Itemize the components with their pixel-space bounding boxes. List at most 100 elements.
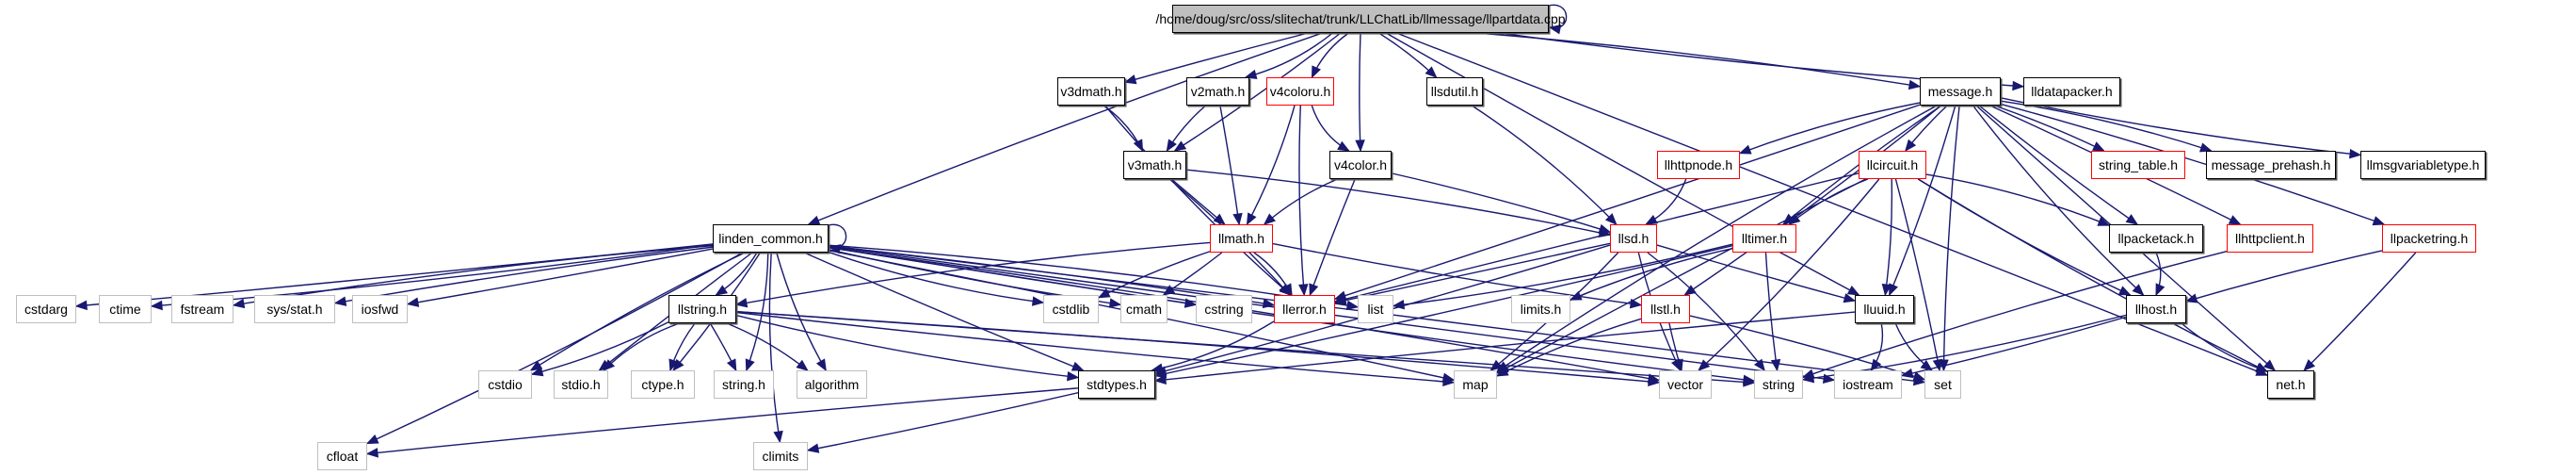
node-label: vector	[1666, 377, 1704, 392]
node-llstl[interactable]: llstl.h	[1641, 295, 1690, 323]
node-label: v4coloru.h	[1269, 84, 1331, 99]
edge-root-to-neth	[1395, 32, 2268, 376]
node-algorithm[interactable]: algorithm	[797, 370, 867, 399]
node-llhttpnode[interactable]: llhttpnode.h	[1657, 151, 1740, 179]
node-stringh[interactable]: string.h	[714, 370, 774, 399]
node-label: llcircuit.h	[1866, 157, 1919, 172]
edge-message-to-message_prehash	[2000, 100, 2212, 152]
node-label: cstdlib	[1052, 302, 1090, 317]
node-stdio[interactable]: stdio.h	[554, 370, 608, 399]
arrowhead-icon	[1123, 74, 1137, 85]
edge-v3math-to-llsd	[1185, 169, 1611, 236]
node-lltimer[interactable]: lltimer.h	[1732, 224, 1796, 253]
node-label: algorithm	[804, 377, 860, 392]
edge-linden_common-to-stringh	[746, 252, 769, 371]
node-label: ctime	[109, 302, 141, 317]
node-ctime[interactable]: ctime	[99, 295, 152, 323]
edge-linden_common-to-sysstat	[334, 246, 714, 304]
node-message-prehash[interactable]: message_prehash.h	[2206, 151, 2336, 179]
node-label: stdtypes.h	[1087, 377, 1147, 392]
node-linden-common[interactable]: linden_common.h	[713, 224, 829, 253]
node-v4color[interactable]: v4color.h	[1329, 151, 1392, 179]
arrowhead-icon	[1151, 363, 1164, 373]
node-map[interactable]: map	[1454, 370, 1497, 399]
edge-linden_common-to-fstream	[233, 244, 714, 306]
edge-llhttpclient-to-string	[1802, 250, 2228, 378]
node-root[interactable]: /home/doug/src/oss/slitechat/trunk/LLCha…	[1156, 5, 1566, 33]
node-v4coloru[interactable]: v4coloru.h	[1266, 77, 1334, 106]
node-lldatapacker[interactable]: lldatapacker.h	[2023, 77, 2120, 106]
node-stdtypes[interactable]: stdtypes.h	[1078, 370, 1155, 399]
arrowhead-icon	[603, 359, 616, 371]
node-label: lluuid.h	[1863, 302, 1906, 317]
edge-llcircuit-to-set	[1894, 178, 1940, 371]
arrowhead-icon	[530, 367, 544, 377]
node-v3math[interactable]: v3math.h	[1123, 151, 1186, 179]
node-label: cstdio	[488, 377, 523, 392]
node-label: v2math.h	[1190, 84, 1246, 99]
node-list[interactable]: list	[1358, 295, 1393, 323]
node-iosfwd[interactable]: iosfwd	[352, 295, 408, 323]
node-llsd[interactable]: llsd.h	[1610, 224, 1657, 253]
node-sysstat[interactable]: sys/stat.h	[254, 295, 335, 323]
node-llerror[interactable]: llerror.h	[1274, 295, 1335, 323]
arrowhead-icon	[745, 358, 755, 372]
node-v3dmath[interactable]: v3dmath.h	[1057, 77, 1125, 106]
node-label: message_prehash.h	[2211, 157, 2331, 172]
node-llcircuit[interactable]: llcircuit.h	[1859, 151, 1926, 179]
node-string-table[interactable]: string_table.h	[2091, 151, 2185, 179]
node-cstdarg[interactable]: cstdarg	[16, 295, 76, 323]
node-cmath[interactable]: cmath	[1120, 295, 1167, 323]
edge-v4color-to-llsd	[1391, 172, 1611, 233]
node-set[interactable]: set	[1924, 370, 1961, 399]
node-cfloat[interactable]: cfloat	[317, 442, 367, 470]
node-message[interactable]: message.h	[1920, 77, 2001, 106]
node-llhost[interactable]: llhost.h	[2126, 295, 2186, 323]
node-label: llerror.h	[1282, 302, 1327, 317]
node-fstream[interactable]: fstream	[171, 295, 233, 323]
edge-stdtypes-to-climits	[807, 392, 1079, 451]
edge-root-to-linden_common	[808, 32, 1323, 225]
edge-llcircuit-to-vector	[1698, 178, 1880, 371]
node-llsdutil[interactable]: llsdutil.h	[1426, 77, 1483, 106]
arrowhead-icon	[1066, 371, 1080, 382]
arrowhead-icon	[1355, 139, 1365, 153]
edge-llcircuit-to-llpacketack	[1925, 173, 2110, 226]
edge-llcircuit-to-llerror	[1334, 172, 1860, 303]
node-iostream[interactable]: iostream	[1834, 370, 1902, 399]
node-llstring[interactable]: llstring.h	[668, 295, 736, 323]
arrowhead-icon	[1788, 213, 1801, 225]
node-v2math[interactable]: v2math.h	[1186, 77, 1249, 106]
node-label: v3dmath.h	[1060, 84, 1122, 99]
node-ctype[interactable]: ctype.h	[631, 370, 695, 399]
node-vector[interactable]: vector	[1659, 370, 1712, 399]
node-lluuid[interactable]: lluuid.h	[1855, 295, 1914, 323]
node-cstring[interactable]: cstring	[1196, 295, 1252, 323]
node-llpacketack[interactable]: llpacketack.h	[2109, 224, 2203, 253]
arrowhead-icon	[1673, 358, 1683, 372]
arrowhead-icon	[807, 215, 821, 225]
node-cstdlib[interactable]: cstdlib	[1043, 295, 1099, 323]
node-neth[interactable]: net.h	[2267, 370, 2314, 399]
arrowhead-icon	[815, 358, 827, 372]
node-llmath[interactable]: llmath.h	[1210, 224, 1273, 253]
node-llmsgvariabletype[interactable]: llmsgvariabletype.h	[2360, 151, 2486, 179]
node-limits[interactable]: limits.h	[1511, 295, 1570, 323]
edge-root-to-llsdutil	[1378, 32, 1437, 78]
node-label: string	[1762, 377, 1795, 392]
node-llhttpclient[interactable]: llhttpclient.h	[2227, 224, 2313, 253]
node-label: set	[1934, 377, 1952, 392]
node-string[interactable]: string	[1754, 370, 1803, 399]
arrowhead-icon	[1282, 283, 1293, 297]
node-label: v3math.h	[1127, 157, 1183, 172]
edge-v3dmath-to-llerror	[1104, 105, 1292, 296]
edge-root-to-message	[1477, 32, 1921, 88]
node-climits[interactable]: climits	[753, 442, 808, 470]
node-label: linden_common.h	[718, 231, 823, 246]
edge-llpacketring-to-llhost	[2185, 250, 2383, 303]
arrowhead-icon	[2303, 359, 2316, 371]
arrowhead-icon	[1648, 376, 1661, 387]
node-llpacketring[interactable]: llpacketring.h	[2382, 224, 2476, 253]
node-cstdio[interactable]: cstdio	[478, 370, 532, 399]
edge-lltimer-to-limits	[1570, 248, 1733, 301]
